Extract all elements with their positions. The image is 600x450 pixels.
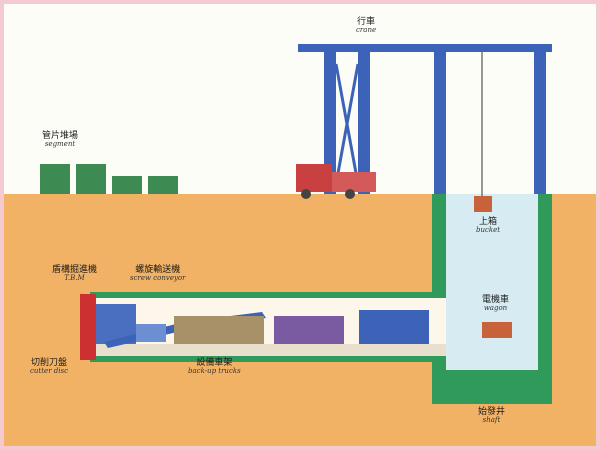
- label-bucket: 上箱 bucket: [476, 217, 501, 235]
- label-bucket-en: bucket: [476, 226, 501, 235]
- label-segment-en: segment: [44, 140, 76, 149]
- label-segment: 管片堆場 segment: [42, 131, 79, 149]
- label-backup-trucks-en: back-up trucks: [188, 367, 241, 376]
- label-tbm-zh: 盾構掘進機: [52, 265, 98, 275]
- label-screw-conveyor-en: screw conveyor: [130, 274, 186, 283]
- backup-trucks: [174, 310, 429, 344]
- label-cutter-disc-en: cutter disc: [30, 367, 69, 376]
- label-screw-conveyor: 螺旋輸送機 screw conveyor: [130, 265, 186, 283]
- label-segment-zh: 管片堆場: [42, 131, 79, 141]
- label-wagon-zh: 電機車: [482, 295, 510, 305]
- label-bucket-zh: 上箱: [479, 217, 498, 227]
- label-cutter-disc-zh: 切削刀盤: [31, 358, 68, 368]
- label-shaft-en: shaft: [482, 416, 501, 425]
- label-shaft: 始發井 shaft: [478, 407, 506, 425]
- label-crane-zh: 行車: [357, 17, 376, 27]
- bucket-box: [474, 196, 492, 212]
- label-backup-trucks-zh: 設備車架: [196, 358, 233, 368]
- tunnel-diagram: [4, 44, 596, 446]
- label-screw-conveyor-zh: 螺旋輸送機: [135, 265, 181, 275]
- label-crane-en: crane: [356, 26, 377, 35]
- label-tbm-en: T.B.M: [64, 274, 85, 283]
- rail-wagon: [482, 322, 512, 338]
- label-backup-trucks: 設備車架 back-up trucks: [188, 358, 241, 376]
- diagram-frame: 行車 crane 管片堆場 segment 上箱 bucket 盾構掘進機 T.…: [4, 4, 596, 446]
- label-crane: 行車 crane: [356, 17, 377, 35]
- label-wagon: 電機車 wagon: [482, 295, 510, 313]
- segment-stacks: [40, 164, 178, 194]
- label-wagon-en: wagon: [483, 304, 508, 313]
- label-tbm: 盾構掘進機 T.B.M: [52, 265, 98, 283]
- crane-structure: [298, 44, 552, 196]
- shaft-structure: [432, 194, 552, 404]
- surface-truck: [296, 164, 376, 199]
- label-shaft-zh: 始發井: [478, 407, 506, 417]
- label-cutter-disc: 切削刀盤 cutter disc: [30, 358, 69, 376]
